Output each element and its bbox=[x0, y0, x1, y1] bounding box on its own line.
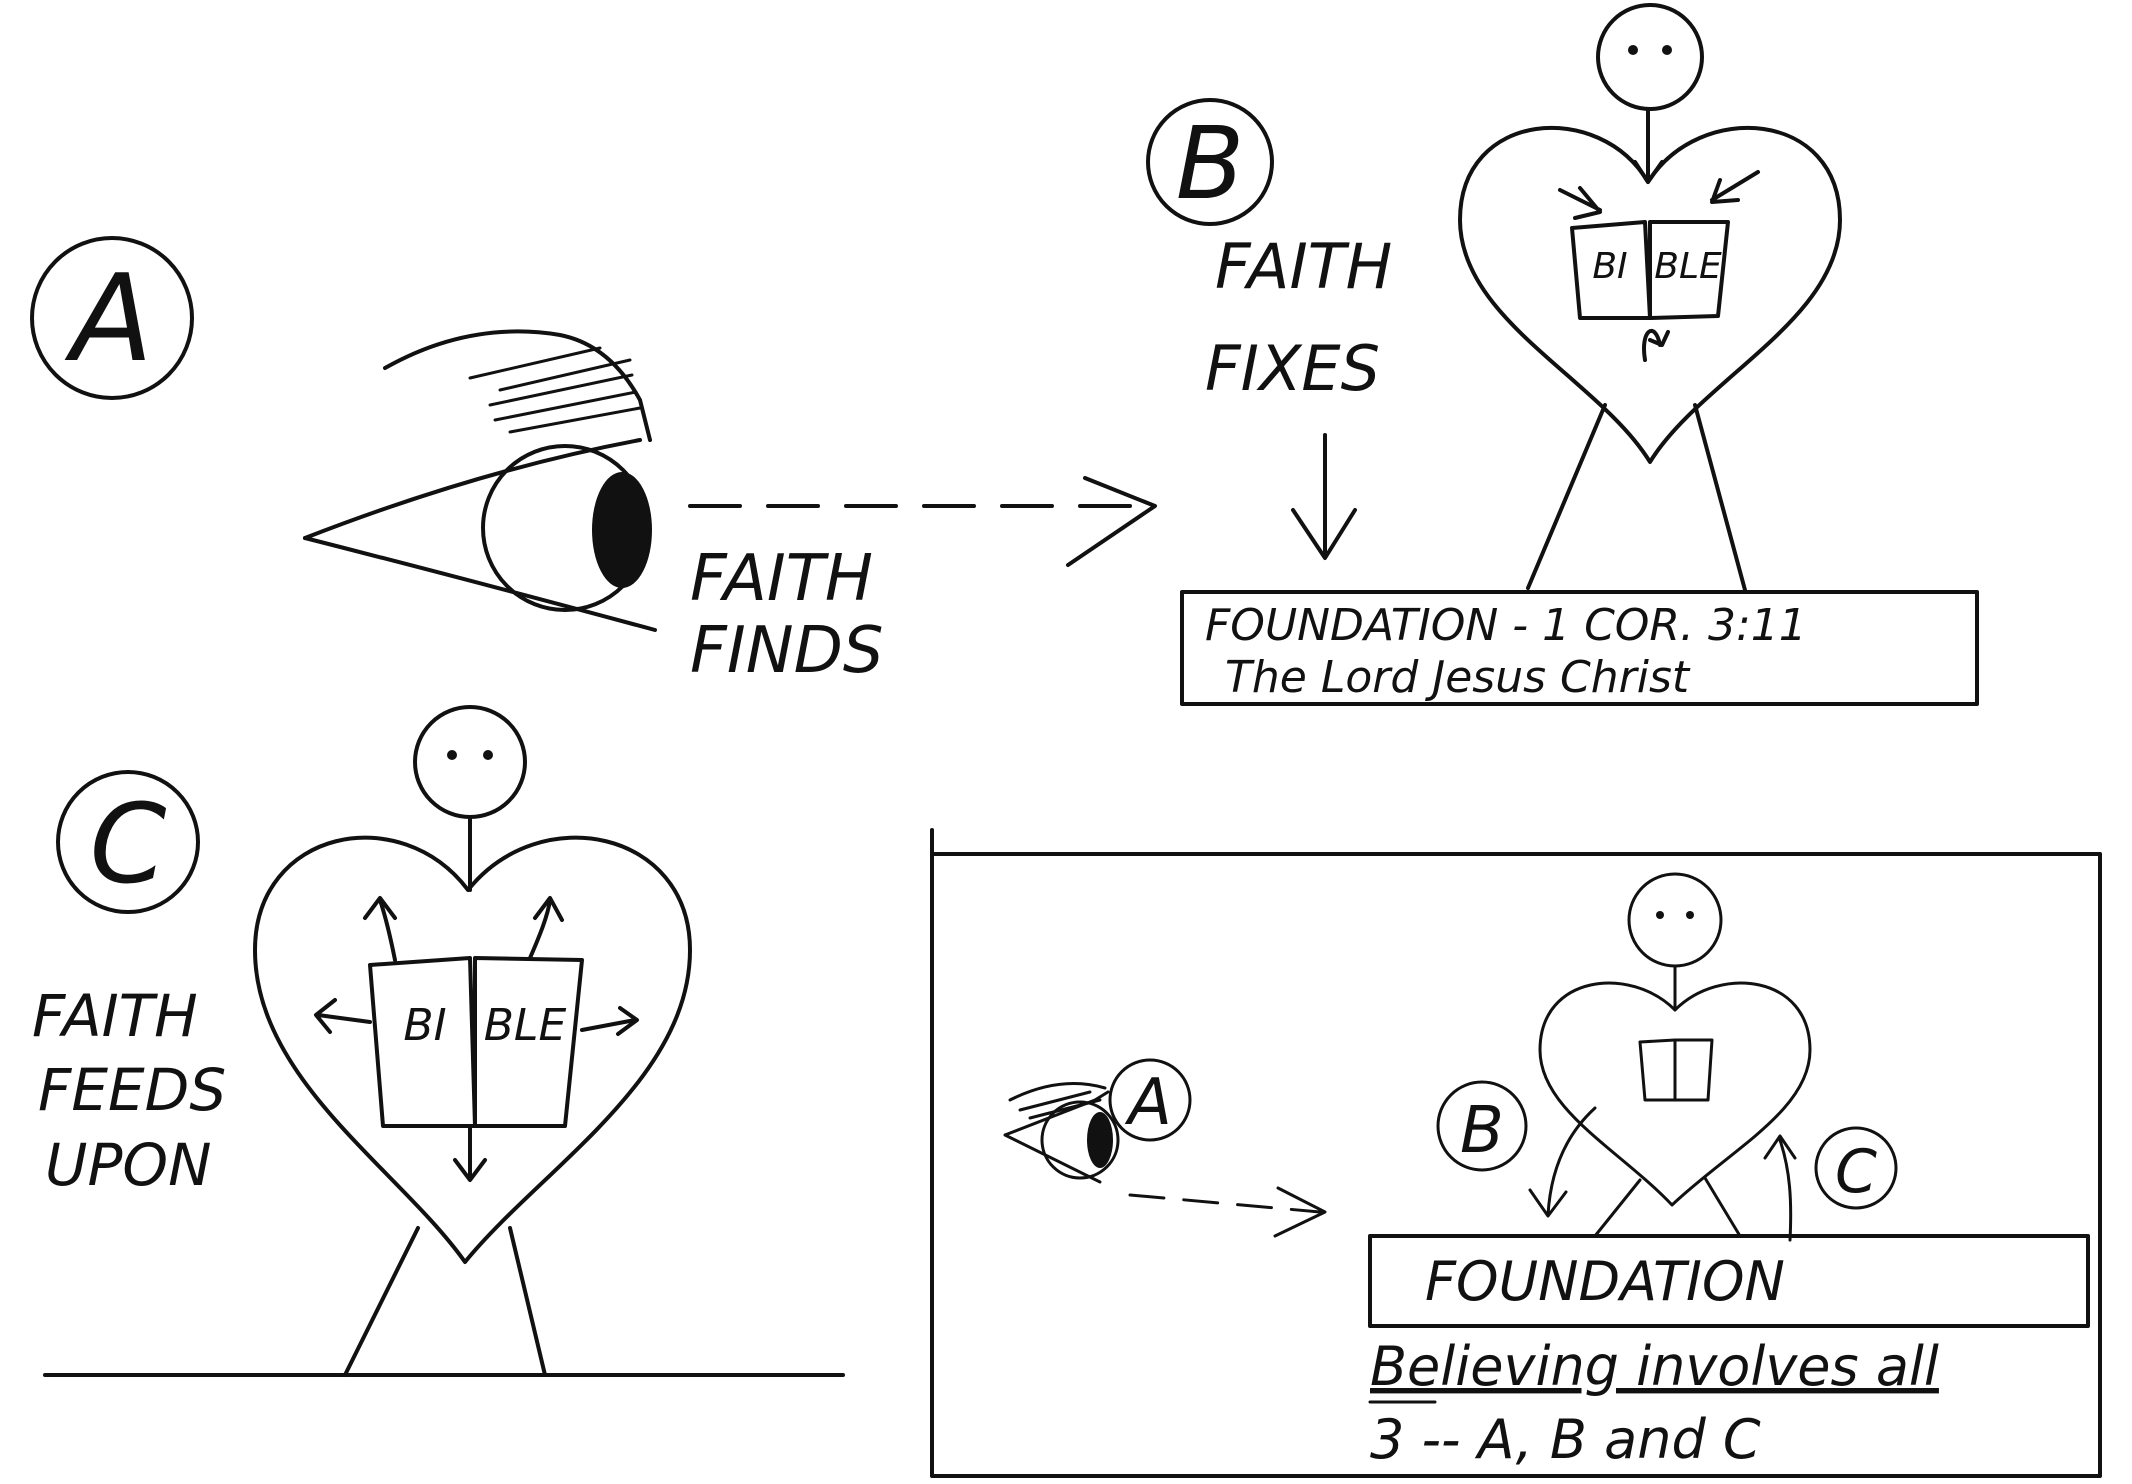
arrow-in-right-icon bbox=[1710, 170, 1760, 204]
legs-c bbox=[343, 1226, 547, 1377]
summary-badge-c: C bbox=[1835, 1137, 1877, 1207]
badge-b-circle bbox=[1146, 98, 1274, 226]
summary-figure bbox=[1528, 872, 1812, 1242]
panel-b-caption-2: FIXES bbox=[1205, 332, 1380, 405]
summary-eyeball bbox=[1040, 1100, 1120, 1180]
summary-badge-a-circle bbox=[1108, 1058, 1192, 1142]
book-b-right-text: BLE bbox=[1654, 246, 1722, 287]
summary-panel: A B C FOUNDATION Believing involves all … bbox=[930, 828, 2102, 1478]
head-b bbox=[1596, 3, 1704, 111]
arrow-out-up-left-icon bbox=[363, 896, 397, 962]
panel-a: A FAITH FINDS bbox=[30, 236, 1157, 688]
foundation-b-line1: FOUNDATION - 1 COR. 3:11 bbox=[1205, 600, 1807, 651]
eyebrow-hatching bbox=[468, 346, 642, 434]
figure-c: BI BLE bbox=[253, 705, 692, 1377]
badge-c-circle bbox=[56, 770, 200, 914]
book-c-left-text: BI bbox=[403, 1000, 446, 1051]
arrow-in-left-icon bbox=[1558, 186, 1602, 220]
summary-frame bbox=[930, 828, 2102, 1478]
pupil bbox=[592, 472, 652, 588]
panel-c: C FAITH FEEDS UPON BI BLE bbox=[32, 705, 845, 1377]
summary-foundation-box bbox=[1368, 1234, 2090, 1328]
upper-eyelid bbox=[303, 438, 642, 540]
summary-badge-b-circle bbox=[1436, 1080, 1528, 1172]
summary-head bbox=[1627, 872, 1723, 968]
summary-eye-icon bbox=[1003, 1082, 1120, 1184]
summary-foundation-label: FOUNDATION bbox=[1425, 1250, 1785, 1313]
panel-c-caption-3: UPON bbox=[45, 1131, 211, 1199]
summary-arrow-c-icon bbox=[1763, 1134, 1797, 1242]
panel-b-caption-1: FAITH bbox=[1215, 230, 1392, 303]
summary-heart bbox=[1538, 981, 1812, 1207]
foundation-b-line2: The Lord Jesus Christ bbox=[1225, 652, 1691, 703]
panel-b: B FAITH FIXES BI BLE FOUNDATION - 1 COR.… bbox=[1146, 3, 1979, 706]
heart-b bbox=[1458, 125, 1842, 464]
dashed-arrow-head bbox=[1066, 476, 1157, 567]
badge-a-label: A bbox=[64, 250, 153, 389]
badge-b-label: B bbox=[1176, 105, 1245, 222]
arrow-up-icon bbox=[1642, 329, 1670, 362]
panel-a-caption-1: FAITH bbox=[690, 542, 873, 616]
summary-badge-b: B bbox=[1460, 1094, 1504, 1168]
badge-a-circle bbox=[30, 236, 194, 400]
summary-badge-c-circle bbox=[1814, 1126, 1898, 1210]
book-b-left-text: BI bbox=[1592, 246, 1627, 287]
arrow-out-right-icon bbox=[580, 1006, 639, 1036]
summary-eyebrow bbox=[1008, 1082, 1107, 1120]
summary-legs bbox=[1593, 1176, 1742, 1238]
head-c bbox=[413, 705, 527, 819]
foundation-box-b bbox=[1180, 590, 1979, 706]
legs-b bbox=[1526, 403, 1747, 592]
arrow-out-down-icon bbox=[453, 1126, 487, 1182]
book-b-right-page bbox=[1648, 220, 1730, 320]
panel-c-caption-2: FEEDS bbox=[38, 1056, 226, 1124]
summary-dashed-arrow-head bbox=[1273, 1186, 1327, 1238]
eyebrow-outline bbox=[383, 329, 652, 442]
summary-note-line1: Believing involves all bbox=[1370, 1335, 1939, 1398]
down-arrow-icon bbox=[1291, 433, 1357, 560]
badge-c-label: C bbox=[90, 780, 167, 908]
summary-dashed-arrow bbox=[1128, 1193, 1322, 1214]
panel-a-caption-2: FINDS bbox=[690, 614, 883, 688]
figure-b: BI BLE bbox=[1458, 3, 1842, 592]
summary-note-line2: 3 -- A, B and C bbox=[1370, 1408, 1761, 1471]
heart-c bbox=[253, 835, 692, 1264]
book-c-right-text: BLE bbox=[484, 1000, 567, 1051]
eye-icon bbox=[303, 329, 657, 632]
lower-eyelid bbox=[303, 536, 657, 632]
arrow-out-up-right-icon bbox=[528, 896, 564, 960]
panel-c-caption-1: FAITH bbox=[32, 982, 198, 1050]
book-c-right-page bbox=[473, 956, 584, 1128]
summary-badge-a: A bbox=[1124, 1066, 1172, 1140]
arrow-out-left-icon bbox=[314, 998, 372, 1034]
summary-book bbox=[1638, 1038, 1714, 1102]
summary-arrow-b-icon bbox=[1528, 1106, 1597, 1218]
